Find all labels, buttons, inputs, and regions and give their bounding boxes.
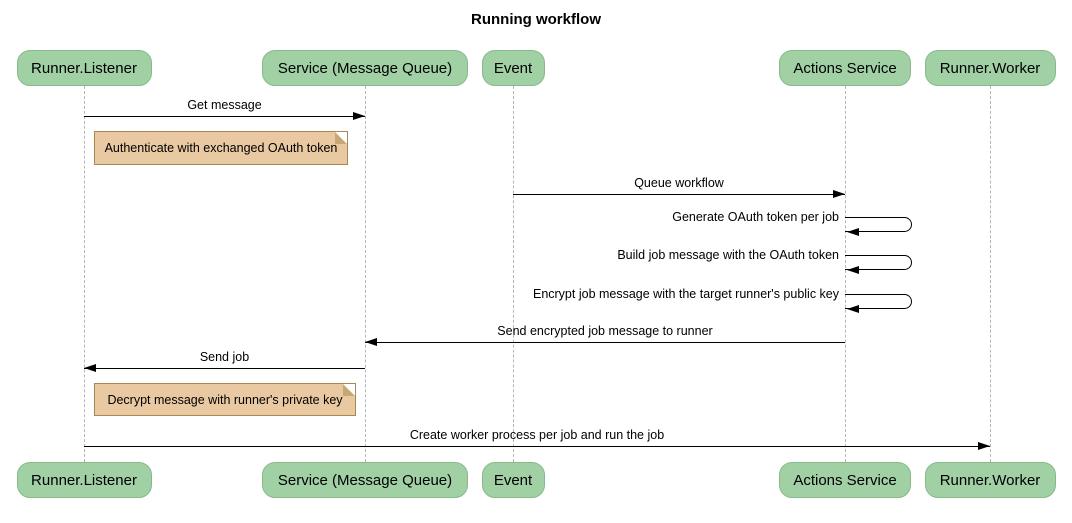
note: Decrypt message with runner's private ke… — [94, 383, 356, 416]
actor-box-top-runner-listener: Runner.Listener — [16, 50, 152, 86]
lifeline-service-mq — [365, 86, 366, 462]
note: Authenticate with exchanged OAuth token — [94, 131, 348, 165]
self-message-arrowhead — [847, 227, 859, 236]
message-arrowhead — [353, 112, 365, 121]
lifeline-actions-service — [845, 86, 846, 462]
actor-box-bottom-runner-listener: Runner.Listener — [16, 462, 152, 498]
actor-box-top-actions-service: Actions Service — [779, 50, 911, 86]
actor-box-bottom-actions-service: Actions Service — [779, 462, 911, 498]
actor-box-bottom-service-mq: Service (Message Queue) — [262, 462, 468, 498]
actor-box-top-event: Event — [481, 50, 545, 86]
message-label: Create worker process per job and run th… — [409, 428, 665, 442]
lifeline-runner-listener — [84, 86, 85, 462]
message-arrow-line — [84, 446, 990, 447]
message-arrowhead — [833, 190, 845, 199]
self-message-label: Build job message with the OAuth token — [617, 248, 839, 262]
self-message-arrowhead — [847, 265, 859, 274]
message-label: Queue workflow — [634, 176, 724, 190]
actor-box-top-runner-worker: Runner.Worker — [924, 50, 1056, 86]
self-message-arrowhead — [847, 304, 859, 313]
actor-box-top-service-mq: Service (Message Queue) — [262, 50, 468, 86]
self-message-label: Generate OAuth token per job — [672, 210, 839, 224]
message-label: Send encrypted job message to runner — [497, 324, 713, 338]
diagram-title: Running workflow — [471, 11, 601, 28]
self-message-label: Encrypt job message with the target runn… — [532, 287, 839, 301]
actor-box-bottom-event: Event — [481, 462, 545, 498]
actor-box-bottom-runner-worker: Runner.Worker — [924, 462, 1056, 498]
message-label: Send job — [199, 350, 250, 364]
lifeline-event — [513, 86, 514, 462]
message-arrowhead — [365, 338, 377, 347]
message-arrow-line — [84, 368, 365, 369]
self-message-loop — [845, 217, 912, 232]
message-label: Get message — [187, 98, 262, 112]
message-arrow-line — [513, 194, 845, 195]
lifeline-runner-worker — [990, 86, 991, 462]
self-message-loop — [845, 255, 912, 270]
self-message-loop — [845, 294, 912, 309]
message-arrowhead — [84, 364, 96, 373]
message-arrow-line — [365, 342, 845, 343]
message-arrow-line — [84, 116, 365, 117]
message-arrowhead — [978, 442, 990, 451]
